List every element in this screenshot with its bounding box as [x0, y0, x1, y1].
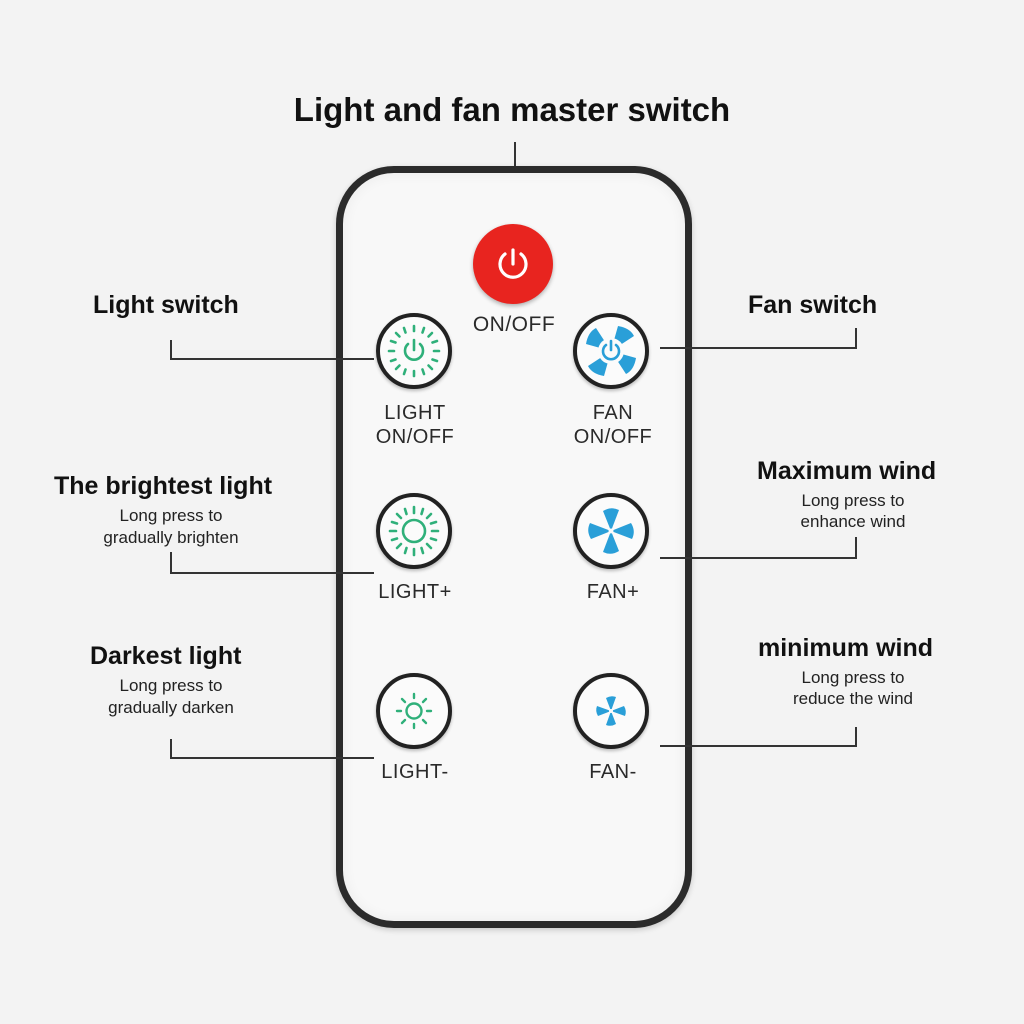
- fan-onoff-label-1: FAN: [592, 402, 634, 424]
- fan-icon: [596, 696, 626, 726]
- max-wind-desc-2: enhance wind: [800, 512, 906, 531]
- sun-icon: [395, 692, 433, 730]
- darkest-desc-2: gradually darken: [108, 698, 234, 717]
- light-switch-leader-h: [170, 358, 374, 360]
- fan-plus-label: FAN+: [586, 581, 640, 603]
- max-wind-leader-h: [660, 557, 857, 559]
- light-onoff-button[interactable]: [376, 313, 452, 389]
- light-minus-label: LIGHT-: [381, 761, 449, 783]
- fan-switch-heading: Fan switch: [748, 291, 878, 319]
- light-minus-button[interactable]: [376, 673, 452, 749]
- max-wind-heading: Maximum wind: [757, 457, 937, 485]
- light-switch-heading: Light switch: [93, 291, 239, 319]
- sun-icon: [388, 505, 440, 557]
- darkest-leader-v: [170, 739, 172, 759]
- min-wind-leader-h: [660, 745, 857, 747]
- light-plus-label: LIGHT+: [378, 581, 452, 603]
- brightest-leader-h: [170, 572, 374, 574]
- diagram-title: Light and fan master switch: [293, 91, 731, 128]
- fan-minus-button[interactable]: [573, 673, 649, 749]
- fan-icon: [588, 508, 634, 554]
- brightest-heading: The brightest light: [54, 472, 273, 500]
- darkest-leader-h: [170, 757, 374, 759]
- fan-onoff-button[interactable]: [573, 313, 649, 389]
- brightest-desc-1: Long press to: [119, 506, 223, 525]
- light-power-icon: [387, 324, 441, 378]
- light-onoff-label-2: ON/OFF: [375, 426, 455, 448]
- light-onoff-label-1: LIGHT: [384, 402, 446, 424]
- darkest-heading: Darkest light: [90, 642, 242, 670]
- power-button[interactable]: [473, 224, 553, 304]
- min-wind-leader-v: [855, 727, 857, 747]
- min-wind-heading: minimum wind: [758, 634, 933, 662]
- power-icon: [498, 248, 528, 279]
- brightest-desc-2: gradually brighten: [103, 528, 239, 547]
- max-wind-desc-1: Long press to: [801, 491, 905, 510]
- min-wind-desc-2: reduce the wind: [792, 689, 914, 708]
- max-wind-leader-v: [855, 537, 857, 559]
- min-wind-desc-1: Long press to: [801, 668, 905, 687]
- darkest-desc-1: Long press to: [119, 676, 223, 695]
- fan-power-icon: [586, 326, 636, 376]
- fan-switch-leader-v: [855, 328, 857, 349]
- fan-onoff-label-2: ON/OFF: [573, 426, 653, 448]
- fan-switch-leader-h: [660, 347, 857, 349]
- light-plus-button[interactable]: [376, 493, 452, 569]
- fan-plus-button[interactable]: [573, 493, 649, 569]
- fan-minus-label: FAN-: [589, 761, 637, 783]
- brightest-leader-v: [170, 552, 172, 574]
- light-switch-leader-v: [170, 340, 172, 360]
- power-button-label: ON/OFF: [472, 313, 556, 336]
